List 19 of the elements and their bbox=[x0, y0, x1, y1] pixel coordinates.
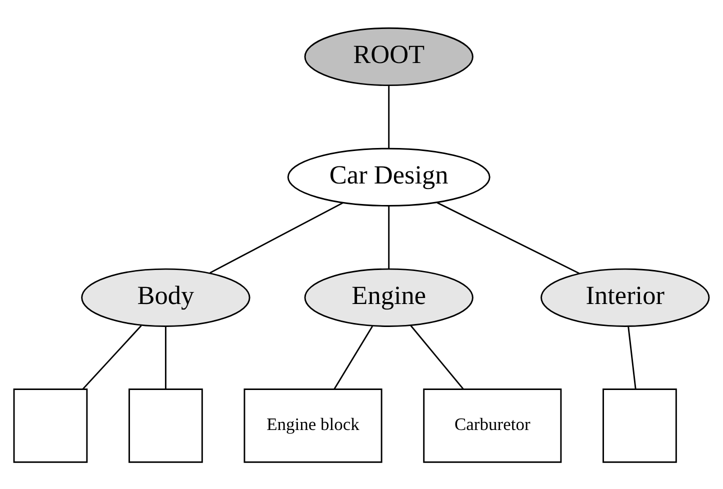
connector bbox=[388, 86, 390, 148]
connector bbox=[210, 202, 343, 274]
connector bbox=[628, 326, 636, 388]
node-box bbox=[602, 388, 677, 462]
connector bbox=[436, 202, 580, 274]
node-ellipse: Body bbox=[81, 268, 250, 326]
node-ellipse: Interior bbox=[540, 268, 710, 326]
node-box bbox=[13, 388, 88, 462]
node-box: Engine block bbox=[244, 388, 382, 462]
node-ellipse: Engine bbox=[304, 268, 474, 326]
connector bbox=[82, 324, 142, 390]
node-box bbox=[128, 388, 203, 462]
connector bbox=[164, 326, 166, 388]
node-box: Carburetor bbox=[423, 388, 562, 462]
connector bbox=[334, 325, 374, 389]
connector bbox=[388, 206, 390, 268]
node-ellipse: Car Design bbox=[287, 147, 490, 206]
connector bbox=[410, 324, 464, 390]
node-ellipse: ROOT bbox=[304, 26, 474, 86]
